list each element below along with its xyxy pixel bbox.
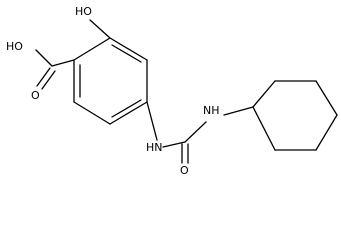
bond-carboxyl-o-1	[36, 67, 51, 87]
bond-cyclohexyl-4	[315, 114, 338, 151]
bond-ring-inner-1	[111, 44, 142, 63]
phenol-group: HO	[75, 5, 111, 39]
cyclohexyl-nh-label: NH	[203, 104, 220, 117]
bond-ring-3	[109, 101, 148, 125]
urea-linker: HN O NH	[146, 101, 254, 177]
bond-ring-6	[73, 37, 111, 61]
bond-cyclohexyl-3	[315, 80, 338, 116]
urea-o-label: O	[180, 164, 189, 177]
carboxyl-o-label: O	[31, 89, 40, 102]
bond-ring-4	[73, 101, 111, 125]
bond-carbonyl-nh	[184, 121, 207, 143]
bond-carboxyl-oh	[35, 49, 53, 67]
bond-nh-carbonyl	[162, 141, 186, 148]
bond-ring-nh	[146, 101, 158, 141]
bond-nh-cyclohexyl	[223, 106, 254, 116]
cyclohexane-ring	[252, 80, 338, 151]
bond-cyclohexyl-6	[252, 106, 276, 151]
phenol-oh-label: HO	[75, 5, 92, 18]
carboxyl-oh-label: HO	[6, 40, 23, 53]
bond-ring-carboxyl	[51, 59, 75, 67]
bond-cyclohexyl-1	[252, 80, 276, 108]
benzene-ring	[73, 37, 148, 125]
bond-c-oh	[89, 19, 111, 39]
bond-carboxyl-o-2	[41, 70, 56, 90]
aryl-nh-label: HN	[146, 141, 163, 154]
bond-ring-inner-2	[111, 99, 142, 118]
bond-ring-1	[109, 37, 148, 61]
carboxylic-acid-group: HO O	[6, 40, 75, 102]
chemical-structure-diagram: HO HO O HN O NH	[6, 5, 338, 177]
